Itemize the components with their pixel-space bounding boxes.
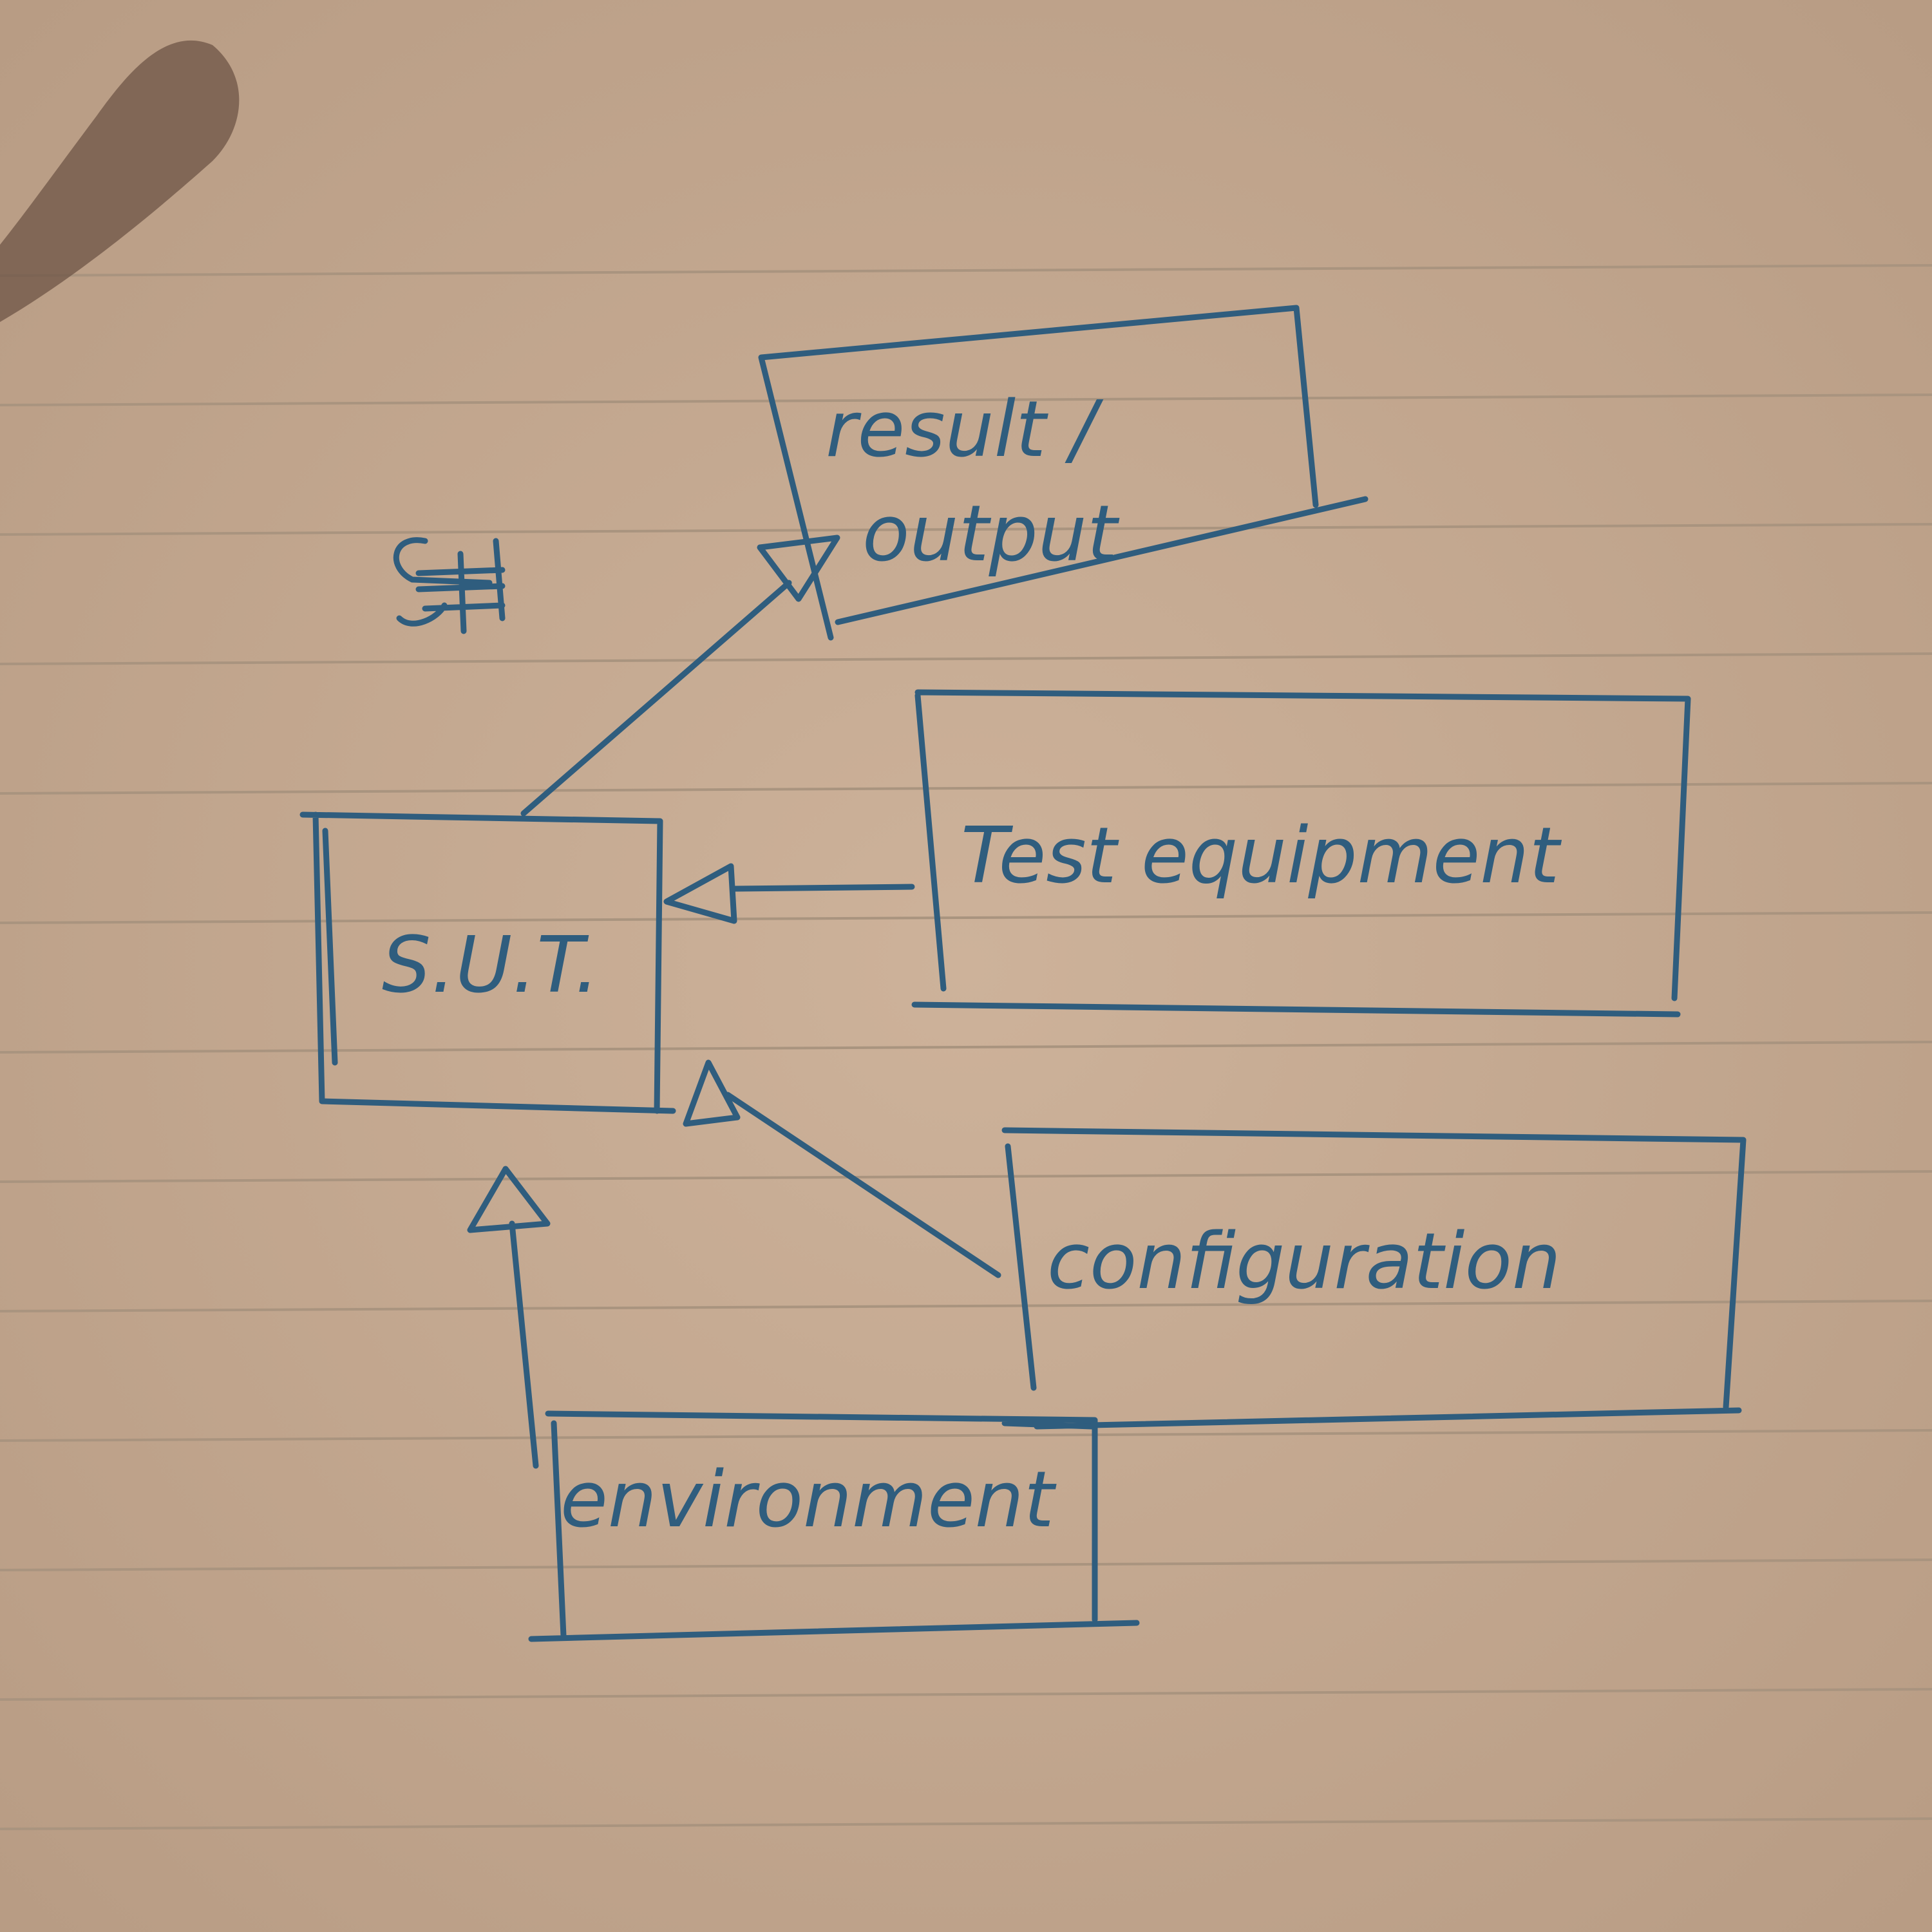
environment-label: environment [560,1455,1057,1545]
ruled-line [0,1300,1932,1312]
edge-sut-to-result [520,535,840,817]
ruled-line [0,1558,1932,1571]
ruled-line [0,393,1932,406]
crossed-out-scribble [393,537,506,634]
configuration-label: configuration [1047,1217,1561,1307]
ruled-line [0,1688,1932,1701]
node-test-equipment: Test equipment [911,689,1691,1018]
sut-label: S.U.T. [382,921,600,1010]
ruled-lines [0,264,1932,1830]
test-equipment-label: Test equipment [961,811,1562,901]
ruled-line [0,1817,1932,1830]
ruled-line [0,911,1932,924]
node-sut: S.U.T. [299,811,676,1114]
ruled-line [0,1170,1932,1183]
node-result-output: result / output [758,305,1368,641]
node-configuration: configuration [1001,1127,1747,1430]
ruled-line [0,264,1932,277]
node-environment: environment [528,1410,1140,1642]
ruled-line [0,782,1932,795]
ruled-line [0,523,1932,536]
edge-configuration-to-sut [683,1059,1001,1278]
ruled-line [0,652,1932,665]
result-label: result / [826,385,1104,475]
edge-test-equipment-to-sut [663,863,915,924]
ruled-line [0,1429,1932,1442]
pen-shadow [0,40,240,323]
output-label: output [862,489,1120,579]
edge-environment-to-sut [467,1166,551,1469]
